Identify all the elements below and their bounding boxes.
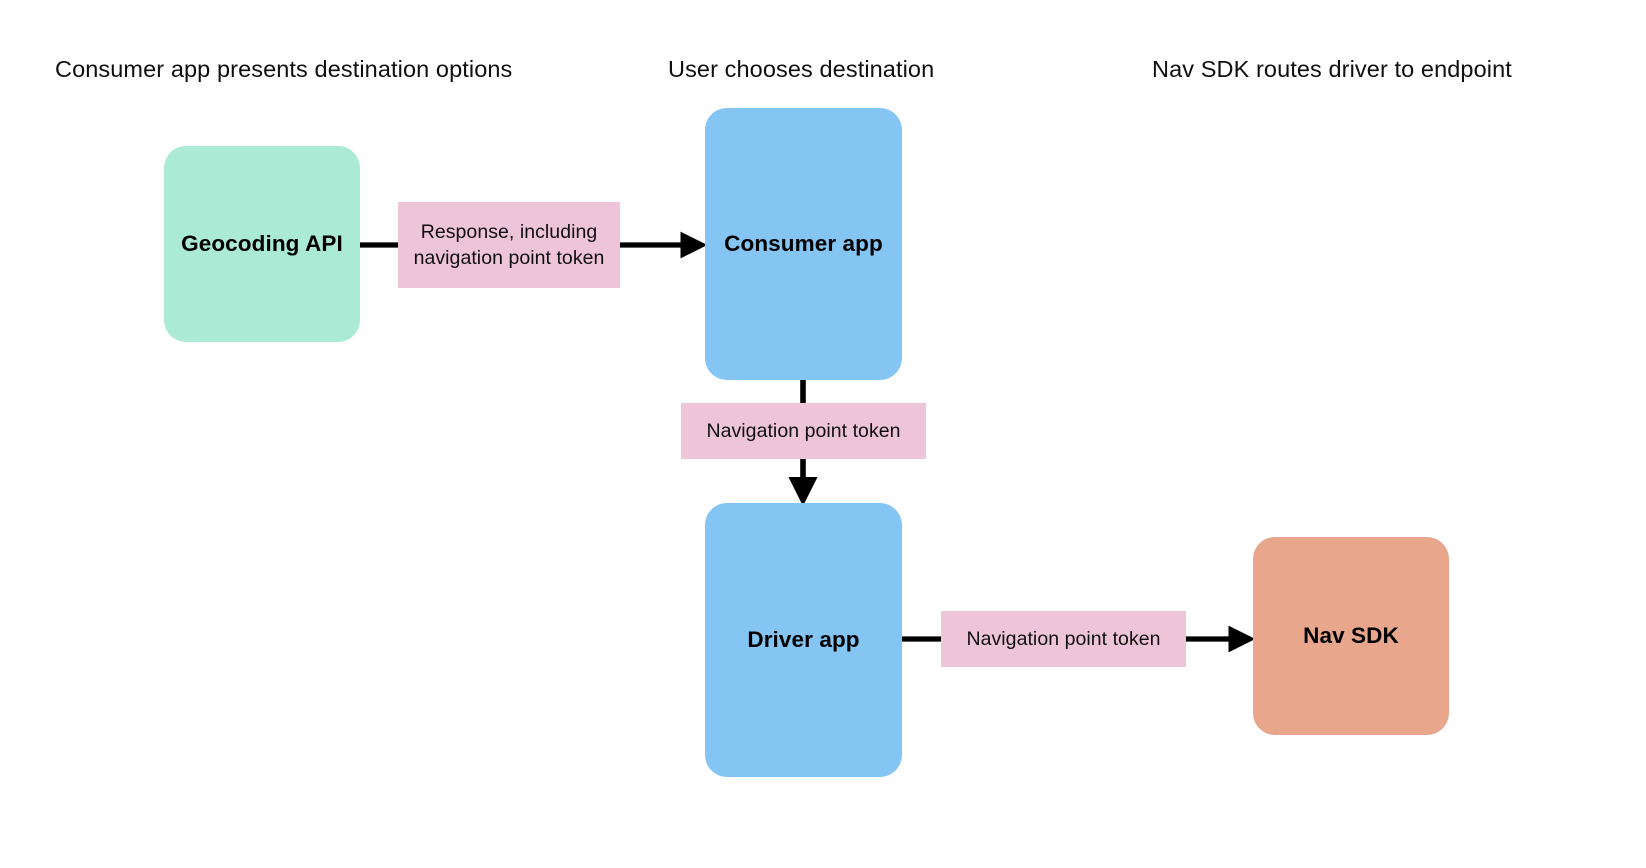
node-nav-sdk-label: Nav SDK <box>1303 623 1399 648</box>
column-header-consumer-app: Consumer app presents destination option… <box>55 56 513 82</box>
column-header-nav-sdk: Nav SDK routes driver to endpoint <box>1152 56 1512 82</box>
column-header-user-chooses: User chooses destination <box>668 56 935 82</box>
edge-label-response-text: Response, including navigation point tok… <box>413 220 605 270</box>
edge-label-response-including-nav-token: Response, including navigation point tok… <box>398 202 620 288</box>
edge-label-navigation-point-token-consumer-driver: Navigation point token <box>681 403 926 459</box>
node-geocoding-api-label: Geocoding API <box>181 231 343 256</box>
edge-label-navigation-point-token-driver-navsdk: Navigation point token <box>941 611 1186 667</box>
node-geocoding-api[interactable]: Geocoding API <box>164 146 360 342</box>
node-driver-app[interactable]: Driver app <box>705 503 902 777</box>
node-consumer-app[interactable]: Consumer app <box>705 108 902 380</box>
node-nav-sdk[interactable]: Nav SDK <box>1253 537 1449 735</box>
edge-label-navigation-point-token-1-text: Navigation point token <box>706 419 901 442</box>
node-consumer-app-label: Consumer app <box>724 231 883 256</box>
node-driver-app-label: Driver app <box>747 627 860 652</box>
edge-label-navigation-point-token-2-text: Navigation point token <box>966 627 1161 650</box>
